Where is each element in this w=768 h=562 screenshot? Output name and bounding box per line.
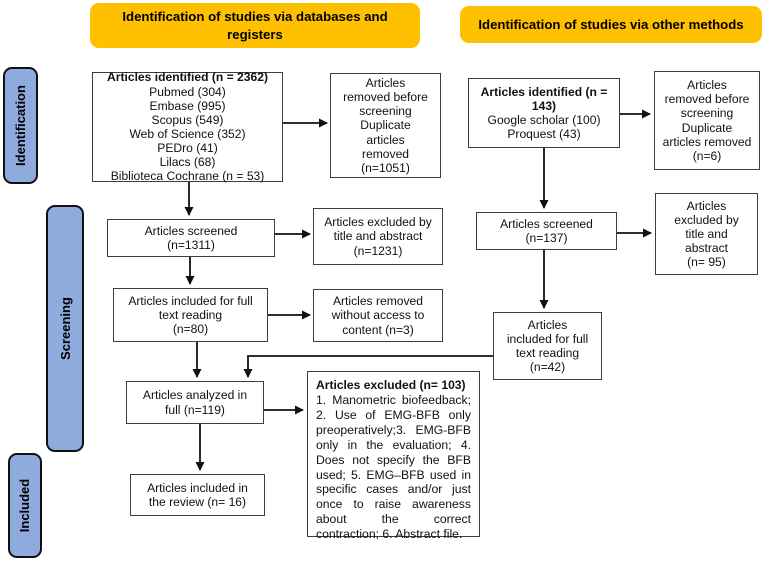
db-source-lilacs: Lilacs (68) bbox=[159, 155, 216, 170]
db-source-web-of-science: Web of Science (352) bbox=[129, 127, 246, 141]
db-source-pubmed: Pubmed (304) bbox=[149, 84, 226, 99]
stage-label-screening: Screening bbox=[46, 205, 84, 452]
box-other-articles-screened: Articles screened (n=137) bbox=[476, 212, 617, 250]
box-other-articles-identified-title: Articles identified (n = 143) bbox=[480, 84, 608, 113]
box-other-removed-before-screening: Articles removed before screening Duplic… bbox=[654, 71, 760, 170]
box-db-removed-before-screening: Articles removed before screening Duplic… bbox=[330, 73, 441, 178]
box-articles-included-review: Articles included in the review (n= 16) bbox=[130, 474, 265, 516]
box-articles-excluded-reasons: Articles excluded (n= 103) 1. Manometric… bbox=[307, 371, 480, 541]
stage-label-identification-text: Identification bbox=[13, 85, 29, 166]
box-articles-excluded-title: Articles excluded (n= 103) bbox=[316, 378, 466, 392]
box-db-excluded-title-abstract: Articles excluded by title and abstract … bbox=[313, 208, 443, 265]
box-other-full-text-reading: Articles included for full text reading … bbox=[493, 312, 602, 380]
box-other-excluded-title-abstract: Articles excluded by title and abstract … bbox=[655, 193, 758, 275]
box-db-articles-identified-title: Articles identified (n = 2362) bbox=[107, 70, 268, 85]
stage-label-identification: Identification bbox=[3, 67, 38, 184]
db-source-pedro: PEDro (41) bbox=[157, 141, 218, 156]
other-source-google-scholar: Google scholar (100) bbox=[487, 113, 601, 127]
stage-label-included: Included bbox=[8, 453, 42, 558]
stage-label-screening-text: Screening bbox=[57, 297, 73, 360]
box-articles-excluded-body: 1. Manometric biofeedback; 2. Use of EMG… bbox=[316, 393, 471, 542]
db-source-embase: Embase (995) bbox=[149, 98, 226, 113]
box-db-articles-screened: Articles screened (n=1311) bbox=[107, 219, 275, 257]
stage-label-included-text: Included bbox=[17, 478, 33, 533]
box-db-full-text-reading: Articles included for full text reading … bbox=[113, 288, 268, 342]
header-databases-registers: Identification of studies via databases … bbox=[90, 3, 420, 48]
box-articles-analyzed-in-full: Articles analyzed in full (n=119) bbox=[126, 381, 264, 424]
db-source-biblioteca-cochrane: Biblioteca Cochrane (n = 53) bbox=[110, 169, 265, 184]
box-db-articles-identified: Articles identified (n = 2362) Pubmed (3… bbox=[92, 70, 283, 184]
box-other-articles-identified: Articles identified (n = 143) Google sch… bbox=[468, 78, 620, 148]
box-db-removed-no-access: Articles removed without access to conte… bbox=[313, 289, 443, 342]
db-source-scopus: Scopus (549) bbox=[151, 112, 224, 127]
other-source-proquest: Proquest (43) bbox=[507, 127, 581, 142]
header-other-methods: Identification of studies via other meth… bbox=[460, 6, 762, 43]
